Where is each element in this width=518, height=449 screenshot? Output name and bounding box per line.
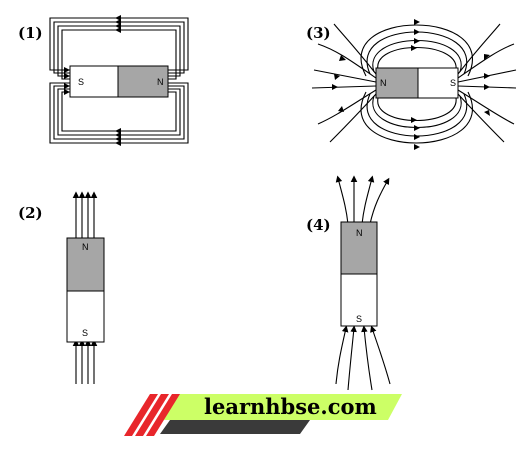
panel-3-south-half xyxy=(417,67,459,99)
banner-red-stripe-1 xyxy=(124,394,158,436)
panel-4-field-lines xyxy=(335,175,391,391)
panel-3-right-pole-label: S xyxy=(450,78,456,88)
panel-2-bottom-pole-label: S xyxy=(82,328,88,338)
panel-2-top-pole-label: N xyxy=(82,242,89,252)
panel-3: (3) xyxy=(306,19,517,150)
panel-2-label: (2) xyxy=(18,204,43,222)
panel-1-arrowheads xyxy=(64,15,121,146)
banner-green-bar xyxy=(164,394,402,420)
panel-1-south-half xyxy=(69,65,119,98)
panel-2-field-lines xyxy=(72,191,98,384)
watermark-banner: learnhbse.com xyxy=(124,394,402,436)
banner-dark-bar xyxy=(160,420,310,434)
panel-4: (4) N S xyxy=(306,175,391,391)
panel-1-left-pole-label: S xyxy=(78,77,84,87)
panel-4-top-pole-label: N xyxy=(356,228,363,238)
panel-4-north-half xyxy=(340,221,378,275)
panel-1: (1) S N xyxy=(18,15,189,146)
panel-1-right-pole-label: N xyxy=(157,77,164,87)
panel-4-south-half xyxy=(340,273,378,327)
panel-1-north-half xyxy=(117,65,169,98)
panel-4-label: (4) xyxy=(306,216,331,234)
panel-3-label: (3) xyxy=(306,24,331,42)
panel-4-bottom-pole-label: S xyxy=(356,314,362,324)
panel-3-north-half xyxy=(375,67,419,99)
panel-1-label: (1) xyxy=(18,24,43,42)
banner-red-stripe-3 xyxy=(146,394,180,436)
panel-3-arrowheads xyxy=(332,19,490,150)
panel-2: (2) N S xyxy=(18,191,105,384)
panel-3-left-pole-label: N xyxy=(380,78,387,88)
panel-2-south-half xyxy=(66,290,105,343)
watermark-text: learnhbse.com xyxy=(204,394,377,419)
banner-red-stripe-2 xyxy=(135,394,169,436)
